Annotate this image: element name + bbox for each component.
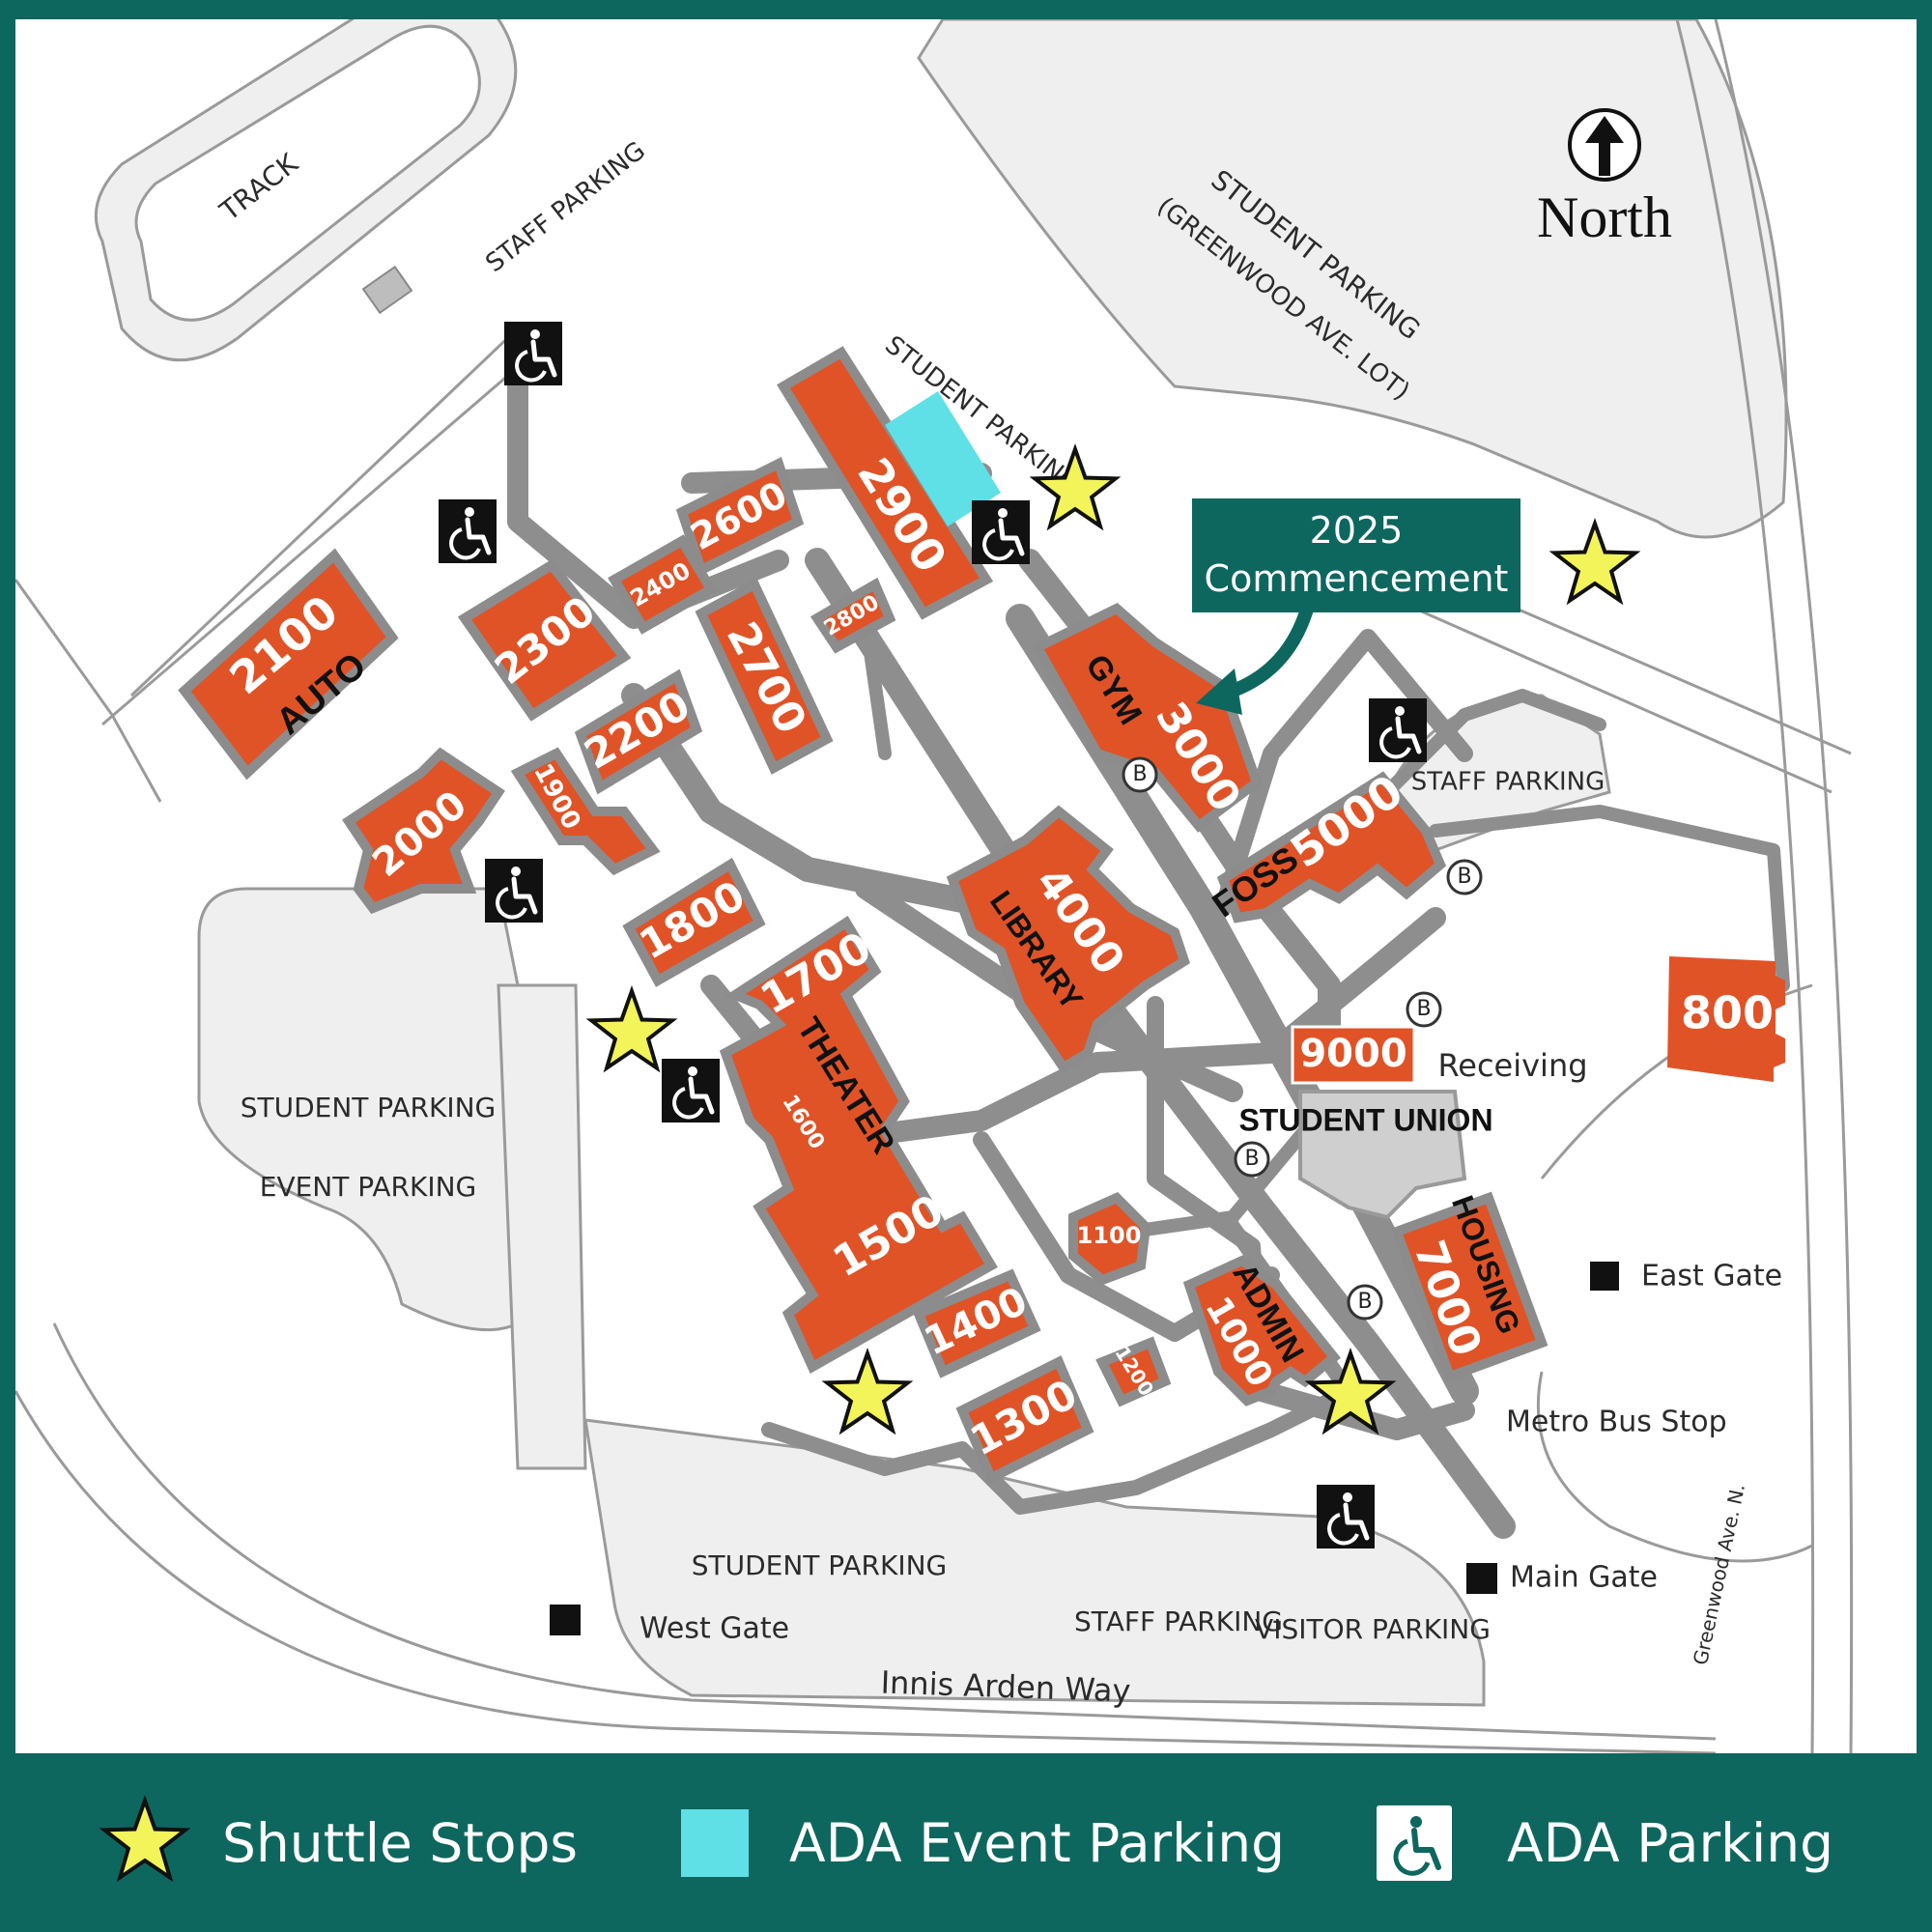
shuttle-star-icon[interactable] (825, 1351, 910, 1433)
legend-ada-parking-label: ADA Parking (1507, 1811, 1834, 1874)
wheelchair-icon[interactable] (972, 500, 1030, 564)
metro-bus-stop-label: Metro Bus Stop (1506, 1406, 1727, 1439)
svg-text:B: B (1244, 1147, 1259, 1171)
building-9000-student-union[interactable] (1298, 1090, 1467, 1220)
building-1200[interactable] (1095, 1336, 1172, 1407)
campus-map: 2100 AUTO 2000 2300 2400 2600 2900 2800 … (15, 19, 1917, 1753)
wheelchair-icon[interactable] (1317, 1485, 1375, 1548)
ada-event-parking-area (885, 391, 1001, 526)
student-parking-south-label: STUDENT PARKING (692, 1549, 948, 1581)
building-2700[interactable] (695, 578, 834, 775)
svg-text:B: B (1357, 1290, 1372, 1314)
student-parking-west-label: STUDENT PARKING (241, 1092, 497, 1123)
building-1700-1500-theater[interactable] (719, 915, 998, 1375)
building-2600[interactable] (675, 456, 805, 578)
svg-text:B: B (1132, 762, 1147, 786)
west-lot (197, 887, 520, 1332)
shuttle-star-icon[interactable] (1552, 522, 1637, 603)
east-gate-label: East Gate (1641, 1260, 1782, 1293)
bus-marker: B (1347, 1284, 1383, 1321)
building-1400[interactable] (912, 1268, 1041, 1378)
cyan-square-icon (681, 1808, 749, 1877)
building-7000-housing[interactable] (1390, 1191, 1548, 1383)
staff-parking-east-label: STAFF PARKING (1411, 768, 1605, 797)
building-1900[interactable] (510, 747, 661, 876)
building-3000-gym[interactable] (1031, 603, 1263, 833)
building-1100[interactable] (1068, 1192, 1151, 1286)
east-gate-marker (1590, 1262, 1619, 1291)
building-1000-admin[interactable] (1182, 1255, 1341, 1406)
north-arrow: North (1537, 108, 1672, 249)
student-union-label: STUDENT UNION (1238, 1102, 1492, 1137)
main-gate-marker (1466, 1563, 1497, 1594)
building-2000[interactable] (342, 747, 505, 915)
star-icon (99, 1794, 191, 1882)
legend: Shuttle Stops ADA Event Parking ADA Park… (0, 1753, 1932, 1932)
commencement-year: 2025 (1309, 509, 1404, 552)
legend-shuttle-stops-label: Shuttle Stops (222, 1811, 579, 1874)
building-1300[interactable] (955, 1355, 1094, 1485)
wheelchair-icon (1377, 1804, 1452, 1881)
svg-text:B: B (1457, 865, 1471, 889)
bus-marker: B (1446, 859, 1483, 895)
legend-ada-event-parking-label: ADA Event Parking (789, 1811, 1286, 1874)
svg-text:B: B (1416, 997, 1431, 1021)
legend-shuttle-stops: Shuttle Stops (97, 1753, 578, 1932)
bus-marker: B (1234, 1141, 1270, 1178)
building-2900[interactable] (777, 346, 994, 620)
main-gate-label: Main Gate (1510, 1561, 1658, 1595)
west-gate-marker (550, 1605, 581, 1635)
building-2100[interactable] (178, 548, 399, 781)
bus-marker: B (1406, 991, 1442, 1028)
track (94, 19, 518, 362)
building-9000-number: 9000 (1299, 1032, 1406, 1076)
wheelchair-icon[interactable] (504, 322, 562, 385)
building-1800[interactable] (622, 857, 766, 987)
building-800-number: 800 (1681, 987, 1774, 1039)
bus-stops: B B B B B (1122, 756, 1483, 1321)
building-2400[interactable] (608, 534, 718, 635)
wheelchair-icon[interactable] (485, 859, 543, 923)
receiving-label: Receiving (1437, 1047, 1587, 1084)
wheelchair-icon[interactable] (1369, 698, 1427, 762)
shuttle-star-icon[interactable] (589, 989, 674, 1070)
building-4000-library[interactable] (946, 805, 1190, 1074)
building-2800[interactable] (810, 577, 896, 654)
building-2200[interactable] (574, 668, 703, 795)
bus-marker: B (1122, 756, 1158, 793)
building-800[interactable] (1667, 956, 1785, 1082)
campus-map-svg: 2100 AUTO 2000 2300 2400 2600 2900 2800 … (15, 19, 1854, 1753)
commencement-callout: 2025 Commencement (1192, 498, 1520, 612)
west-gate-label: West Gate (639, 1612, 789, 1646)
building-2300[interactable] (457, 558, 632, 722)
building-5000-foss[interactable] (1216, 771, 1447, 923)
event-parking-west-label: EVENT PARKING (260, 1171, 476, 1203)
staff-parking-south-label: STAFF PARKING (1074, 1605, 1283, 1637)
legend-ada-parking: ADA Parking (1375, 1753, 1833, 1932)
staff-parking-nw-label: STAFF PARKING (480, 136, 650, 278)
wheelchair-icon[interactable] (662, 1059, 720, 1122)
greenwood-ave-label: Greenwood Ave. N. (1689, 1482, 1749, 1667)
north-label: North (1537, 185, 1672, 249)
commencement-title: Commencement (1204, 557, 1509, 600)
innis-arden-way-label: Innis Arden Way (880, 1663, 1131, 1709)
wheelchair-icon[interactable] (439, 499, 497, 563)
legend-ada-event-parking: ADA Event Parking (681, 1753, 1285, 1932)
building-1100-number: 1100 (1077, 1222, 1142, 1249)
visitor-parking-label: VISITOR PARKING (1255, 1613, 1491, 1645)
